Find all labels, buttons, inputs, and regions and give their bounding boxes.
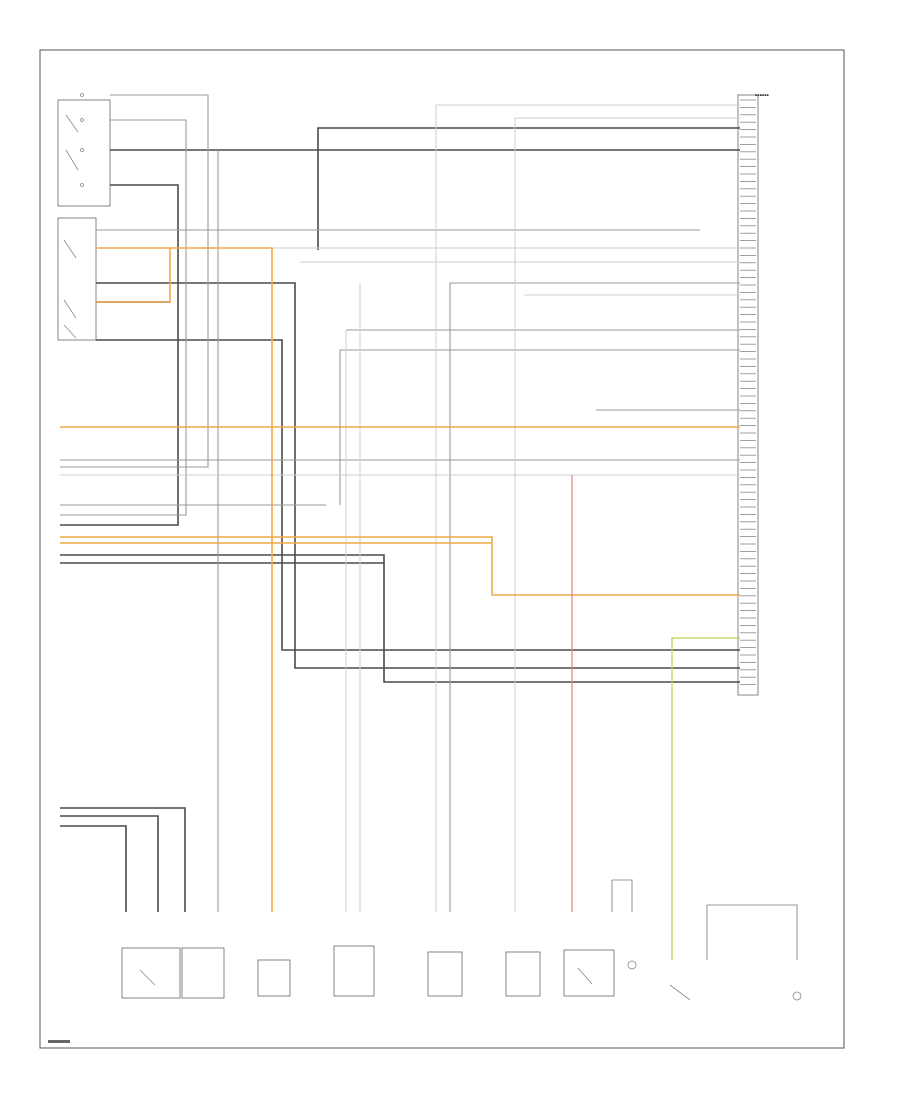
component-box-4 bbox=[333, 945, 375, 997]
component-box-5 bbox=[427, 951, 463, 997]
gray-wires bbox=[60, 94, 798, 960]
black-wires bbox=[60, 127, 740, 912]
connector-body bbox=[737, 94, 759, 696]
green-wire bbox=[671, 637, 740, 960]
bottom-components bbox=[121, 945, 802, 1001]
connector-pin-column bbox=[740, 99, 756, 685]
main-control-module-connector bbox=[737, 94, 759, 696]
component-box-6 bbox=[505, 951, 541, 997]
lower-switch-box bbox=[57, 217, 97, 341]
component-box-7 bbox=[563, 949, 615, 997]
component-9-switch bbox=[669, 984, 691, 1001]
component-box-2 bbox=[181, 947, 225, 999]
component-10-ground bbox=[792, 991, 802, 1001]
component-box-1 bbox=[121, 947, 181, 999]
component-8-terminal bbox=[627, 960, 637, 970]
orange-wires bbox=[60, 247, 740, 912]
bottom-left-mark bbox=[48, 1040, 70, 1043]
driver-door-switch-box bbox=[57, 99, 111, 207]
driver-door-switch-block bbox=[57, 93, 111, 341]
diagram-border bbox=[39, 49, 845, 1049]
component-box-3 bbox=[257, 959, 291, 997]
page-reference: ▪▪▪▪▪▪ bbox=[755, 93, 769, 97]
light-wires bbox=[60, 104, 740, 912]
